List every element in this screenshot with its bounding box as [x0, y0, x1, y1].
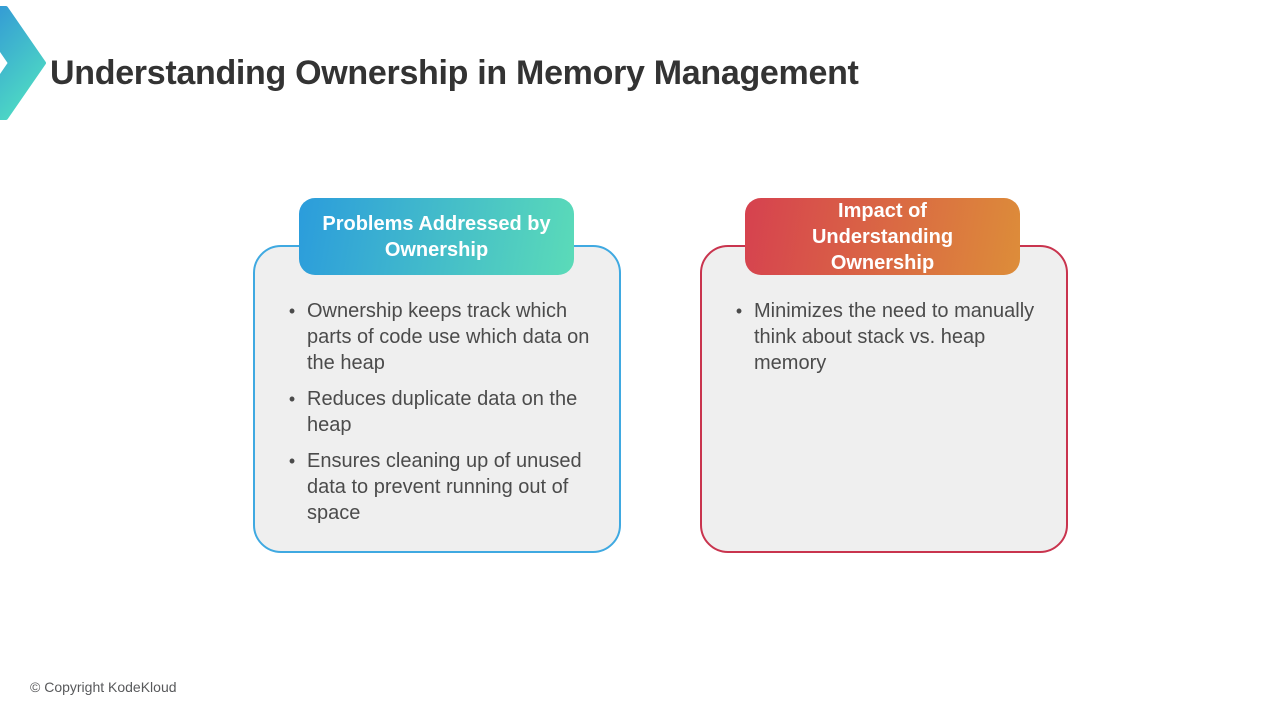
bullet-text: Ownership keeps track which parts of cod…	[307, 300, 590, 374]
list-item: • Minimizes the need to manually think a…	[724, 298, 1038, 376]
bullet-icon: •	[288, 301, 296, 321]
list-item: • Ownership keeps track which parts of c…	[277, 298, 591, 376]
kodekloud-chevron-icon	[0, 6, 46, 120]
list-item: • Reduces duplicate data on the heap	[277, 386, 591, 438]
card-problems-addressed: • Ownership keeps track which parts of c…	[253, 245, 621, 553]
problems-bullet-list: • Ownership keeps track which parts of c…	[255, 298, 619, 526]
list-item: • Ensures cleaning up of unused data to …	[277, 448, 591, 526]
card-impact: • Minimizes the need to manually think a…	[700, 245, 1068, 553]
copyright-notice: © Copyright KodeKloud	[30, 679, 177, 695]
bullet-icon: •	[735, 301, 743, 321]
card-header-impact: Impact of Understanding Ownership	[745, 198, 1020, 275]
bullet-text: Minimizes the need to manually think abo…	[754, 300, 1035, 374]
page-title: Understanding Ownership in Memory Manage…	[50, 54, 859, 92]
bullet-text: Ensures cleaning up of unused data to pr…	[307, 450, 582, 524]
impact-bullet-list: • Minimizes the need to manually think a…	[702, 298, 1066, 376]
bullet-text: Reduces duplicate data on the heap	[307, 388, 578, 436]
bullet-icon: •	[288, 451, 296, 471]
card-header-problems: Problems Addressed by Ownership	[299, 198, 574, 275]
bullet-icon: •	[288, 389, 296, 409]
